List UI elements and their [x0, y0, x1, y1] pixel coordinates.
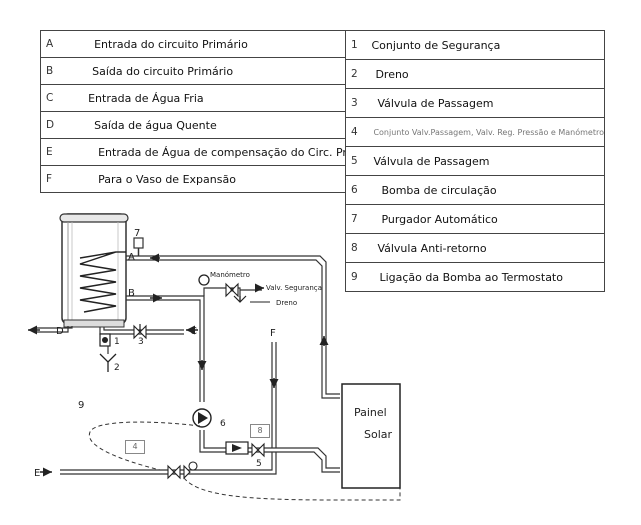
solar-panel-label-1: Painel: [354, 406, 387, 419]
label-5: 5: [256, 459, 262, 469]
primary-circuit-pipes: [60, 255, 340, 475]
label-C: C: [190, 326, 197, 337]
legend_left-text: Entrada de Água Fria: [54, 84, 366, 112]
label-2: 2: [114, 363, 120, 373]
legend_left-text-label: Saída do circuito Primário: [92, 64, 234, 78]
air-vent-7: [133, 237, 144, 256]
drain-icon: [233, 295, 247, 303]
legend_right-text-label: Purgador Automático: [381, 212, 498, 226]
label-1: 1: [114, 337, 120, 347]
thermostat-link-9: [88, 421, 401, 501]
legend_right-text-label: Bomba de circulação: [381, 183, 497, 197]
legend_right-text: Válvula de Passagem: [359, 88, 606, 118]
legend_left-text-label: Saída de água Quente: [94, 118, 217, 132]
legend_right-text-label: Válvula Anti-retorno: [377, 241, 487, 255]
label-6: 6: [220, 419, 226, 429]
legend_right-text-label: Conjunto de Segurança: [371, 38, 501, 52]
legend_right-text-label: Dreno: [375, 67, 409, 81]
legend_right-text: Válvula Anti-retorno: [359, 233, 606, 263]
safety-valve-icon: [225, 282, 239, 298]
legend_left-key: F: [40, 165, 55, 193]
legend_left-text-label: Entrada de Água de compensação do Circ. …: [98, 145, 365, 159]
label-4: 4: [132, 442, 138, 451]
label-8: 8: [257, 426, 263, 435]
legend_right-row: 9 Ligação da Bomba ao Termostato: [345, 262, 606, 292]
legend_right-text-label: Válvula de Passagem: [377, 96, 494, 110]
valve-set-4: [167, 461, 198, 480]
legend_left-row: F Para o Vaso de Expansão: [40, 165, 366, 193]
label-manometro: Manómetro: [210, 271, 250, 279]
label-D: D: [56, 326, 64, 337]
legend_right-key: 9: [345, 262, 360, 292]
check-valve-8: [225, 441, 249, 455]
legend_left-text: Entrada de Água de compensação do Circ. …: [54, 138, 366, 166]
heat-exchanger-coil: [79, 251, 117, 313]
circulation-pump-6: [192, 408, 212, 428]
label-9: 9: [78, 400, 84, 411]
label-F: F: [270, 328, 276, 339]
legend_right-text: Ligação da Bomba ao Termostato: [359, 262, 606, 292]
legend_left-text: Saída do circuito Primário: [54, 57, 366, 85]
legend_right-text-label: Conjunto Valv.Passagem, Valv. Reg. Press…: [373, 127, 604, 137]
valve-3-icon: [133, 324, 147, 340]
solar-panel-label-2: Solar: [364, 428, 393, 441]
solar-panel: [341, 383, 401, 489]
valve-5-icon: [251, 442, 265, 458]
legend_right-text-label: Ligação da Bomba ao Termostato: [379, 270, 563, 284]
legend_right-text: Bomba de circulação: [359, 175, 606, 205]
label-E: E: [34, 468, 40, 479]
legend_left-text: Para o Vaso de Expansão: [54, 165, 366, 193]
flow-arrows: [28, 253, 329, 477]
safety-group-1: [99, 333, 111, 347]
legend_right-text-label: Válvula de Passagem: [373, 154, 490, 168]
drain-2-icon: [99, 353, 117, 372]
legend_left-text: Entrada do circuito Primário: [54, 30, 366, 58]
label-valv-seguranca: Valv. Segurança: [266, 284, 322, 292]
legend_left-text-label: Para o Vaso de Expansão: [98, 172, 236, 186]
legend_left-text: Saída de água Quente: [54, 111, 366, 139]
label-dreno: Dreno: [276, 299, 297, 307]
manometer-icon: [198, 274, 210, 286]
legend_right-text: Conjunto de Segurança: [359, 30, 606, 60]
legend_left-text-label: Entrada de Água Fria: [88, 91, 204, 105]
legend_left-text-label: Entrada do circuito Primário: [94, 37, 248, 51]
label-7: 7: [134, 228, 140, 239]
label-B: B: [128, 288, 135, 299]
label-box-8: 8: [250, 424, 270, 438]
label-A: A: [128, 252, 135, 263]
label-box-4: 4: [125, 440, 145, 454]
label-3: 3: [138, 337, 144, 347]
storage-tank: [59, 213, 129, 328]
